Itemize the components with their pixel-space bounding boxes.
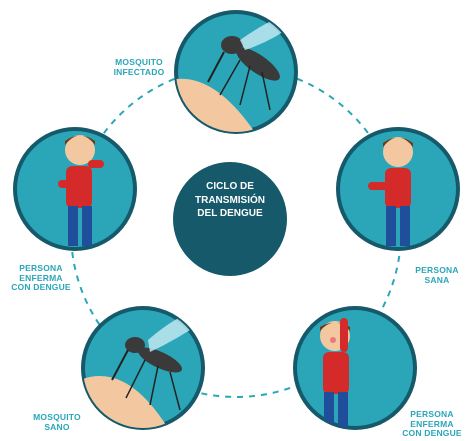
mosquito-infected-illustration <box>170 10 300 140</box>
label-line: CON DENGUE <box>392 429 472 439</box>
label-line: SANA <box>404 276 470 286</box>
label-mosquito-healthy: MOSQUITO SANO <box>20 413 94 432</box>
label-line: INFECTADO <box>104 68 174 78</box>
center-title-line3: DEL DENGUE <box>180 207 280 221</box>
sick-person-left-illustration <box>13 127 137 251</box>
label-healthy-person: PERSONA SANA <box>404 266 470 285</box>
mosquito-healthy-illustration <box>80 306 208 440</box>
label-line: CON DENGUE <box>0 283 82 293</box>
label-mosquito-infected: MOSQUITO INFECTADO <box>104 58 174 77</box>
healthy-person-illustration <box>336 127 460 251</box>
center-title-line1: CICLO DE <box>180 180 280 194</box>
center-title: CICLO DE TRANSMISIÓN DEL DENGUE <box>180 180 280 221</box>
label-sick-person-left: PERSONA ENFERMA CON DENGUE <box>0 264 82 293</box>
label-sick-person-right: PERSONA ENFERMA CON DENGUE <box>392 410 472 439</box>
label-line: SANO <box>20 423 94 433</box>
center-title-line2: TRANSMISIÓN <box>180 194 280 208</box>
